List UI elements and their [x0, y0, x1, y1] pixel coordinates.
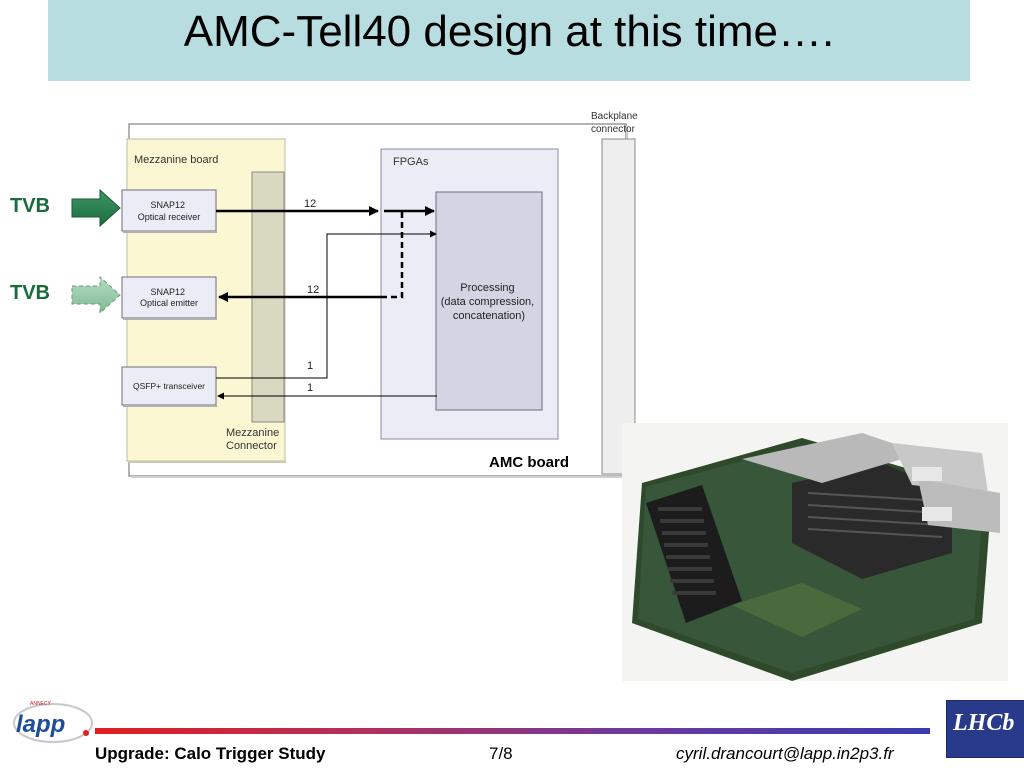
- footer-divider: [95, 728, 930, 734]
- amc-mezzanine-photo: [622, 423, 1008, 681]
- title-bar: AMC-Tell40 design at this time….: [48, 0, 970, 81]
- backplane-connector: [601, 138, 636, 475]
- footer-email: cyril.drancourt@lapp.in2p3.fr: [676, 744, 894, 763]
- dashed-routing: [384, 212, 404, 299]
- slide-title: AMC-Tell40 design at this time….: [183, 7, 835, 56]
- mezzanine-connector-label: Mezzanine Connector: [226, 427, 282, 452]
- tvb-label-top: TVB: [10, 195, 50, 217]
- tvb-input-arrow: [71, 188, 121, 228]
- tvb-label-bottom: TVB: [10, 282, 50, 304]
- lapp-logo: lapp ANNECY: [13, 701, 93, 743]
- snap12-receiver: [121, 189, 217, 232]
- link-qsfp-out-count: 1: [307, 382, 313, 394]
- backplane-connector-label: Backplane connector: [591, 111, 640, 135]
- processing-box: [435, 191, 543, 411]
- processing-label: Processing (data compression, concatenat…: [441, 282, 538, 322]
- page-number: 7/8: [489, 744, 513, 763]
- svg-text:ANNECY: ANNECY: [30, 701, 52, 707]
- qsfp-transceiver: [121, 366, 217, 406]
- amc-board-label: AMC board: [489, 454, 569, 471]
- link-rx-count: 12: [304, 198, 316, 210]
- footer-left-text: Upgrade: Calo Trigger Study: [95, 744, 326, 763]
- fpgas-label: FPGAs: [393, 156, 429, 168]
- link-tx-count: 12: [307, 284, 319, 296]
- tvb-output-arrow: [71, 275, 121, 315]
- link-qsfp-in: [216, 230, 437, 379]
- qsfp-transceiver-label: QSFP+ transceiver: [133, 381, 205, 391]
- mezzanine-board-label: Mezzanine board: [134, 154, 218, 166]
- snap12-emitter-label: SNAP12 Optical emitter: [140, 287, 198, 308]
- lhcb-logo: LHCb: [946, 700, 1024, 758]
- svg-text:lapp: lapp: [16, 711, 65, 738]
- snap12-emitter: [121, 276, 217, 319]
- link-qsfp-in-count: 1: [307, 360, 313, 372]
- snap12-receiver-label: SNAP12 Optical receiver: [138, 200, 201, 222]
